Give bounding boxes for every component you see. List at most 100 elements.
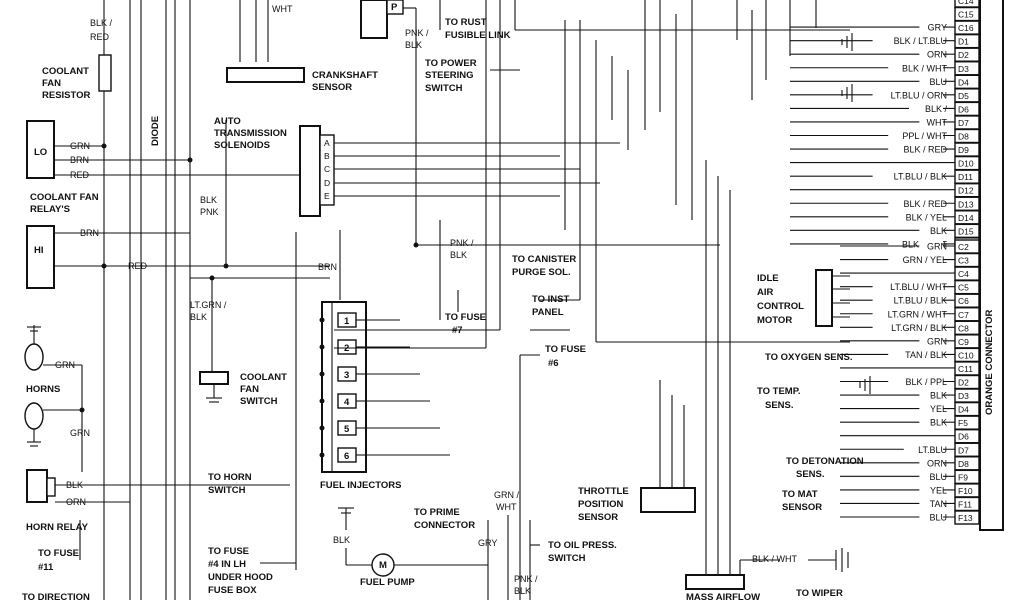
- injector-dot: [319, 452, 325, 458]
- horn-relay-label: HORN RELAY: [26, 522, 89, 533]
- wire-label-bg: [872, 280, 943, 292]
- wire-pnk-blk-mid-2: BLK: [450, 250, 467, 260]
- connector-wire-label: BLK /: [925, 104, 948, 114]
- connector-pin-label: F9: [958, 472, 968, 482]
- connector-wire-label: LT.BLU / ORN: [891, 90, 947, 100]
- connector-pin-label: C5: [958, 283, 969, 293]
- wire-label-bg: [919, 48, 943, 60]
- wire-label-bg: [888, 210, 943, 222]
- connector-wire-label: GRN / YEL: [903, 255, 947, 265]
- prime-label-1: TO PRIME: [414, 507, 460, 518]
- wire-label-bg: [888, 61, 943, 73]
- cfs-label-2: FAN: [240, 384, 259, 395]
- connector-wire-label: BLU: [929, 513, 947, 523]
- connector-wire-label: LT.GRN / BLK: [891, 323, 947, 333]
- horn-wire-grn-1: GRN: [55, 360, 75, 370]
- auto-label-2: TRANSMISSION: [214, 128, 287, 139]
- fuse11-label-2: #11: [38, 562, 54, 573]
- label-red: RED: [90, 32, 110, 42]
- horns-section: GRN HORNS GRN BLK ORN HORN RELAY TO HORN…: [22, 325, 290, 603]
- connector-wire-label: YEL: [930, 404, 947, 414]
- connector-pin-label: D3: [958, 391, 969, 401]
- crank-label-1: CRANKSHAFT: [312, 70, 378, 81]
- wire-pnkblk-bot-1: PNK /: [514, 574, 538, 584]
- connector-wire-label: LT.BLU / BLK: [894, 296, 947, 306]
- connector-wire-label: BLK: [930, 226, 947, 236]
- connector-wire-label: TAN: [930, 499, 947, 509]
- oil-label-2: SWITCH: [548, 553, 586, 564]
- connector-pin-label: C11: [958, 364, 973, 374]
- wire-label-bg: [903, 443, 943, 455]
- injector-number: 4: [344, 397, 350, 408]
- injector-number: 5: [344, 424, 350, 435]
- wire-red-hi: RED: [128, 261, 148, 271]
- connector-pin-label: C16: [958, 23, 974, 33]
- connector-wire-label: BLK: [930, 391, 947, 401]
- horn-sw-label-2: SWITCH: [208, 485, 246, 496]
- relay-lo-label: LO: [34, 147, 47, 158]
- auto-label-3: SOLENOIDS: [214, 140, 270, 151]
- connector-pin-label: D8: [958, 132, 969, 142]
- resistor-label-2: FAN: [42, 78, 61, 89]
- wire-label-bg: [919, 21, 943, 33]
- connector-pin-label: D10: [958, 159, 974, 169]
- connector-wire-label: BLK / PPL: [905, 377, 947, 387]
- ps-label-3: SWITCH: [425, 83, 463, 94]
- wire-wht-top: WHT: [272, 4, 293, 14]
- coolant-fan-resistor: [98, 54, 112, 92]
- cfs-label-3: SWITCH: [240, 396, 278, 407]
- connector-pin-label: C8: [958, 323, 969, 333]
- fuse7-label-1: TO FUSE: [445, 312, 486, 323]
- wire-pnk-blk-top-1: PNK /: [405, 28, 429, 38]
- ps-label-2: STEERING: [425, 70, 474, 81]
- wire-label-bg: [888, 129, 943, 141]
- crank-label-2: SENSOR: [312, 82, 352, 93]
- fuse11-label-1: TO FUSE: [38, 548, 79, 559]
- fuse4-label-3: UNDER HOOD: [208, 572, 273, 583]
- connector-wire-label: YEL: [930, 485, 947, 495]
- mat-label-2: SENSOR: [782, 502, 822, 513]
- prime-label-2: CONNECTOR: [414, 520, 475, 531]
- injector-dot: [319, 344, 325, 350]
- diode-label: DIODE: [150, 116, 161, 146]
- maf-label: MASS AIRFLOW: [686, 592, 760, 600]
- canister-label-1: TO CANISTER: [512, 254, 576, 265]
- connector-wire-label: BLK / LT.BLU: [894, 36, 947, 46]
- wire-label-bg: [919, 224, 943, 236]
- oil-pressure-sender: P PNK / BLK TO RUST FUSIBLE LINK TO POWE…: [360, 0, 850, 245]
- injector-number: 3: [344, 370, 349, 381]
- connector-pin-label: C14: [958, 0, 974, 6]
- relay-hi-label: HI: [34, 245, 44, 256]
- injector-dot: [319, 425, 325, 431]
- connector-pin-label: D2: [958, 50, 969, 60]
- connector-pin-label: C3: [958, 256, 969, 266]
- wire-pnk: PNK: [200, 207, 219, 217]
- iac-label-4: MOTOR: [757, 315, 792, 326]
- horn-wire-blk: BLK: [66, 480, 83, 490]
- connector-pin-label: F5: [958, 418, 968, 428]
- wire-grnwht-2: WHT: [496, 502, 517, 512]
- connector-pin-label: D4: [958, 405, 969, 415]
- wire-label-bg: [919, 416, 943, 428]
- wire-label-bg: [888, 253, 943, 265]
- crankshaft-sensor: WHT CRANKSHAFT SENSOR: [226, 0, 378, 93]
- idle-air-control-motor: IDLE AIR CONTROL MOTOR: [757, 269, 850, 327]
- middle-section: PNK / BLK TO CANISTER PURGE SOL. BRN LT.…: [190, 220, 720, 600]
- wire-brn-mid: BRN: [318, 262, 337, 272]
- connector-title: ORANGE CONNECTOR: [984, 309, 995, 415]
- fuse4-label-1: TO FUSE: [208, 546, 249, 557]
- auto-label-1: AUTO: [214, 116, 241, 127]
- wire-label-bg: [872, 294, 943, 306]
- connector-wire-label: BLK / WHT: [902, 63, 948, 73]
- connector-pin-label: C2: [958, 242, 969, 252]
- connector-pin-label: D13: [958, 199, 974, 209]
- connector-wire-label: TAN / BLK: [905, 350, 947, 360]
- sol-d: D: [324, 178, 330, 188]
- relays-label-1: COOLANT FAN: [30, 192, 99, 203]
- sol-c: C: [324, 164, 330, 174]
- resistor-label-3: RESISTOR: [42, 90, 91, 101]
- connector-pin-label: D14: [958, 213, 974, 223]
